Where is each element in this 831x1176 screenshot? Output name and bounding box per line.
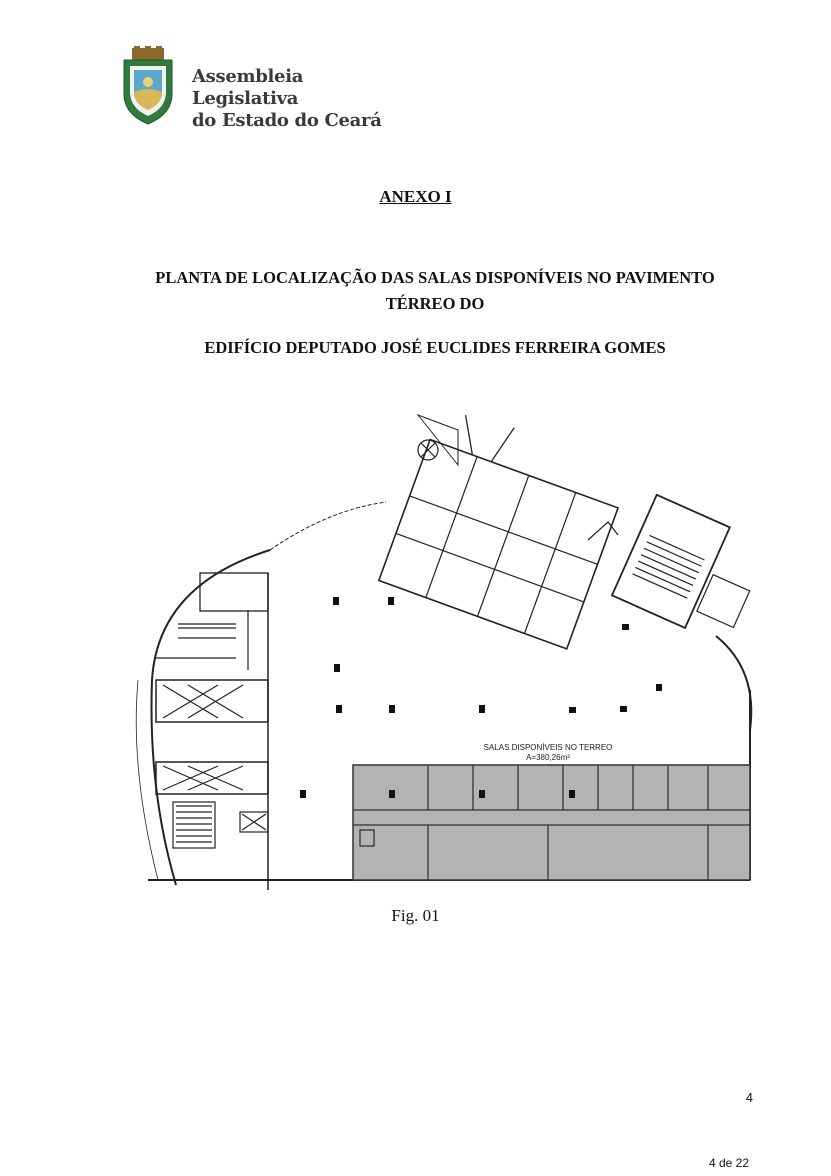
- outer-arc-top: [269, 501, 387, 551]
- floor-plan: SALAS DISPONÍVEIS NO TERREO A=380,26m²: [135, 413, 753, 890]
- heading-line-2: TÉRREO DO: [385, 294, 485, 313]
- coat-of-arms-icon: [123, 46, 173, 125]
- annex-title: ANEXO I: [379, 187, 452, 206]
- org-line-1: Assembleia Legislativa: [192, 66, 304, 109]
- organization-name: Assembleia Legislativa do Estado do Cear…: [192, 66, 408, 132]
- available-rooms-area: [352, 764, 751, 881]
- header-logo: Assembleia Legislativa do Estado do Cear…: [118, 46, 408, 131]
- page-number: 4: [745, 1090, 753, 1105]
- outer-arc-right: [715, 635, 753, 731]
- outer-wall-left: [150, 549, 271, 886]
- building-name: EDIFÍCIO DEPUTADO JOSÉ EUCLIDES FERREIRA…: [204, 338, 666, 357]
- area-value: A=380,26m²: [526, 753, 570, 762]
- area-label: SALAS DISPONÍVEIS NO TERREO: [484, 743, 613, 752]
- org-line-2: do Estado do Ceará: [192, 110, 382, 131]
- figure-caption: Fig. 01: [391, 906, 440, 925]
- page-of-total: 4 de 22: [708, 1156, 749, 1170]
- outer-arc-left-thin: [135, 679, 159, 881]
- heading-line-1: PLANTA DE LOCALIZAÇÃO DAS SALAS DISPONÍV…: [155, 268, 715, 287]
- page-heading: PLANTA DE LOCALIZAÇÃO DAS SALAS DISPONÍV…: [100, 265, 770, 317]
